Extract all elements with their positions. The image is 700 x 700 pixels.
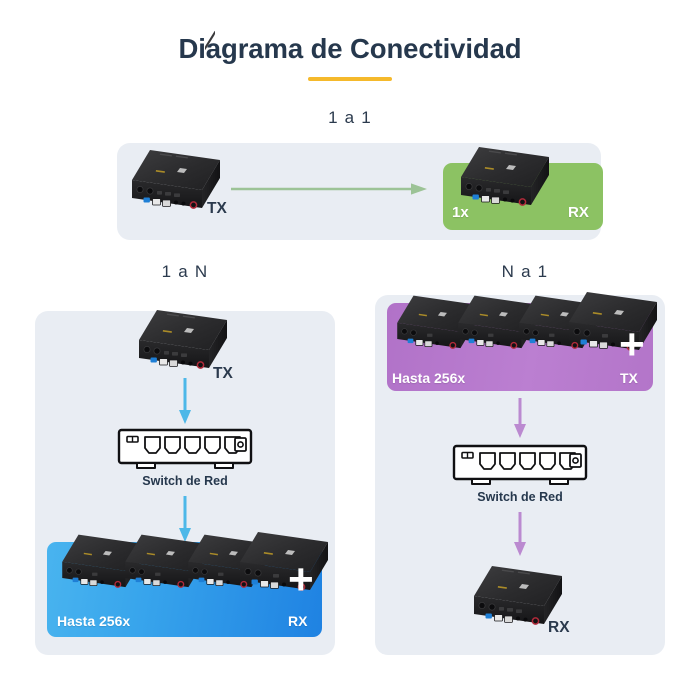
caption-tx-one-to-one: TX: [207, 200, 227, 217]
caption-tx-one-to-many: TX: [213, 365, 233, 382]
section-heading-one-to-many: 1 a N: [161, 262, 209, 281]
arrow-switch-to-rx-many-to-one: [513, 512, 527, 556]
arrow-tx-to-switch-many-to-one: [513, 398, 527, 438]
arrow-tx-to-switch-one-to-many: [178, 378, 192, 424]
arrow-tx-to-rx-one-to-one: [231, 182, 427, 196]
arrow-switch-to-rx-one-to-many: [178, 496, 192, 542]
device-tx-one-to-many: [131, 306, 235, 380]
caption-rx-many-to-one: RX: [548, 619, 570, 636]
caption-rx-one-to-one: RX: [568, 204, 589, 221]
caption-rx-one-to-many: RX: [288, 613, 308, 629]
caption-switch-one-to-many: Switch de Red: [142, 474, 228, 488]
plus-icon-rx-one-to-many: +: [288, 555, 314, 604]
count-label-rx-one-to-many: Hasta 256x: [57, 613, 131, 629]
count-label-tx-many-to-one: Hasta 256x: [392, 370, 466, 386]
count-label-rx-one-to-one: 1x: [452, 204, 469, 221]
page-title: Diagrama de Conectividad: [178, 33, 522, 64]
device-rx-one-to-many: [232, 528, 336, 602]
device-tx-one-to-one: [124, 30, 228, 220]
network-switch-one-to-many: [117, 428, 253, 476]
caption-switch-many-to-one: Switch de Red: [477, 490, 563, 504]
device-rx-one-to-many: [55, 531, 149, 598]
section-heading-many-to-one: N a 1: [501, 262, 549, 281]
title-accent-rule: [308, 77, 392, 81]
plus-icon-tx-many-to-one: +: [619, 320, 645, 369]
title-block: Diagrama de Conectividad: [0, 33, 700, 81]
device-rx-many-to-one: [466, 562, 570, 636]
caption-tx-many-to-one: TX: [620, 370, 638, 386]
device-tx-many-to-one: [561, 288, 665, 362]
section-heading-one-to-one: 1 a 1: [328, 108, 372, 127]
device-rx-one-to-one: [453, 143, 557, 217]
network-switch-many-to-one: [452, 444, 588, 492]
